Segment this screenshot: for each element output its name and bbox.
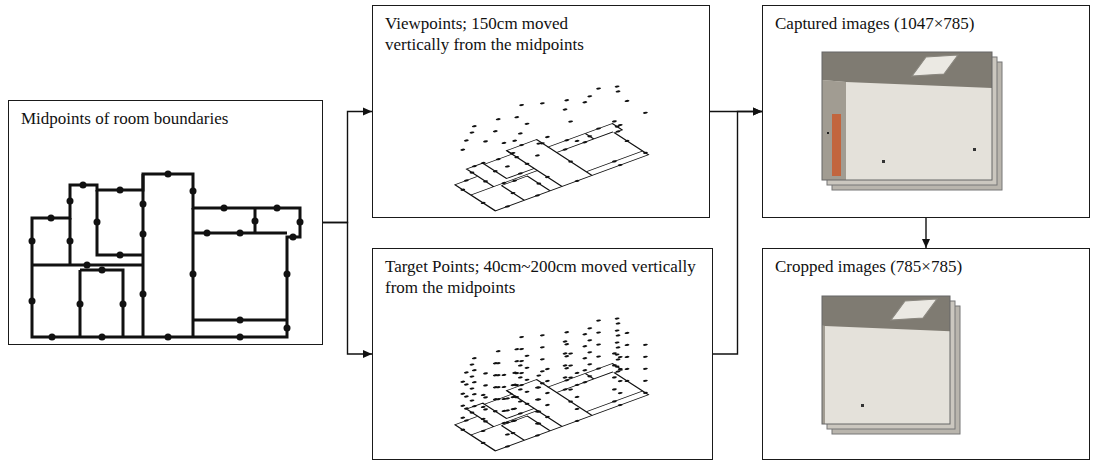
- process-box: Cropped images (785×785): [762, 248, 1090, 460]
- viewpoint-dots: [437, 75, 660, 173]
- image-layer: [827, 301, 955, 429]
- box-title: Target Points; 40cm~200cm moved vertical…: [385, 257, 701, 298]
- viewpoint-plan: [437, 75, 660, 213]
- floor-plan-walls: [32, 174, 300, 337]
- box-title: Viewpoints; 150cm moved vertically from …: [385, 14, 630, 55]
- image-layer: [832, 306, 960, 434]
- process-box: Midpoints of room boundaries: [8, 100, 323, 345]
- target-dots: [437, 307, 660, 405]
- floor-plan: [29, 171, 304, 341]
- room-render: [801, 296, 971, 424]
- process-box: Target Points; 40cm~200cm moved vertical…: [372, 248, 713, 460]
- process-box: Viewpoints; 150cm moved vertically from …: [372, 5, 710, 218]
- flow-arrow: [323, 223, 372, 355]
- target-dots: [437, 343, 660, 441]
- flow-arrow: [713, 112, 762, 355]
- box-title: Cropped images (785×785): [775, 257, 1075, 278]
- cropped-image-stack: [801, 296, 971, 434]
- target-dots: [437, 319, 660, 417]
- image-layer: [832, 62, 1002, 190]
- iso-plan-walls: [440, 356, 656, 451]
- room-render: [822, 52, 992, 180]
- image-layer: [827, 57, 997, 185]
- flow-arrow: [925, 218, 926, 248]
- box-title: Captured images (1047×785): [775, 14, 1075, 35]
- flow-arrow: [710, 111, 762, 112]
- iso-plan-walls: [440, 116, 656, 211]
- target-plan: [437, 307, 660, 453]
- image-frame: [822, 296, 950, 424]
- iso-midpoints: [437, 115, 660, 213]
- box-title: Midpoints of room boundaries: [21, 109, 311, 130]
- iso-midpoints: [437, 355, 660, 453]
- image-frame: [822, 52, 992, 180]
- flow-arrow: [323, 112, 372, 223]
- captured-image-stack: [822, 52, 1002, 190]
- midpoint-dots: [29, 171, 304, 341]
- process-box: Captured images (1047×785): [762, 5, 1090, 218]
- target-dots: [437, 331, 660, 429]
- cropped-view: [801, 296, 971, 424]
